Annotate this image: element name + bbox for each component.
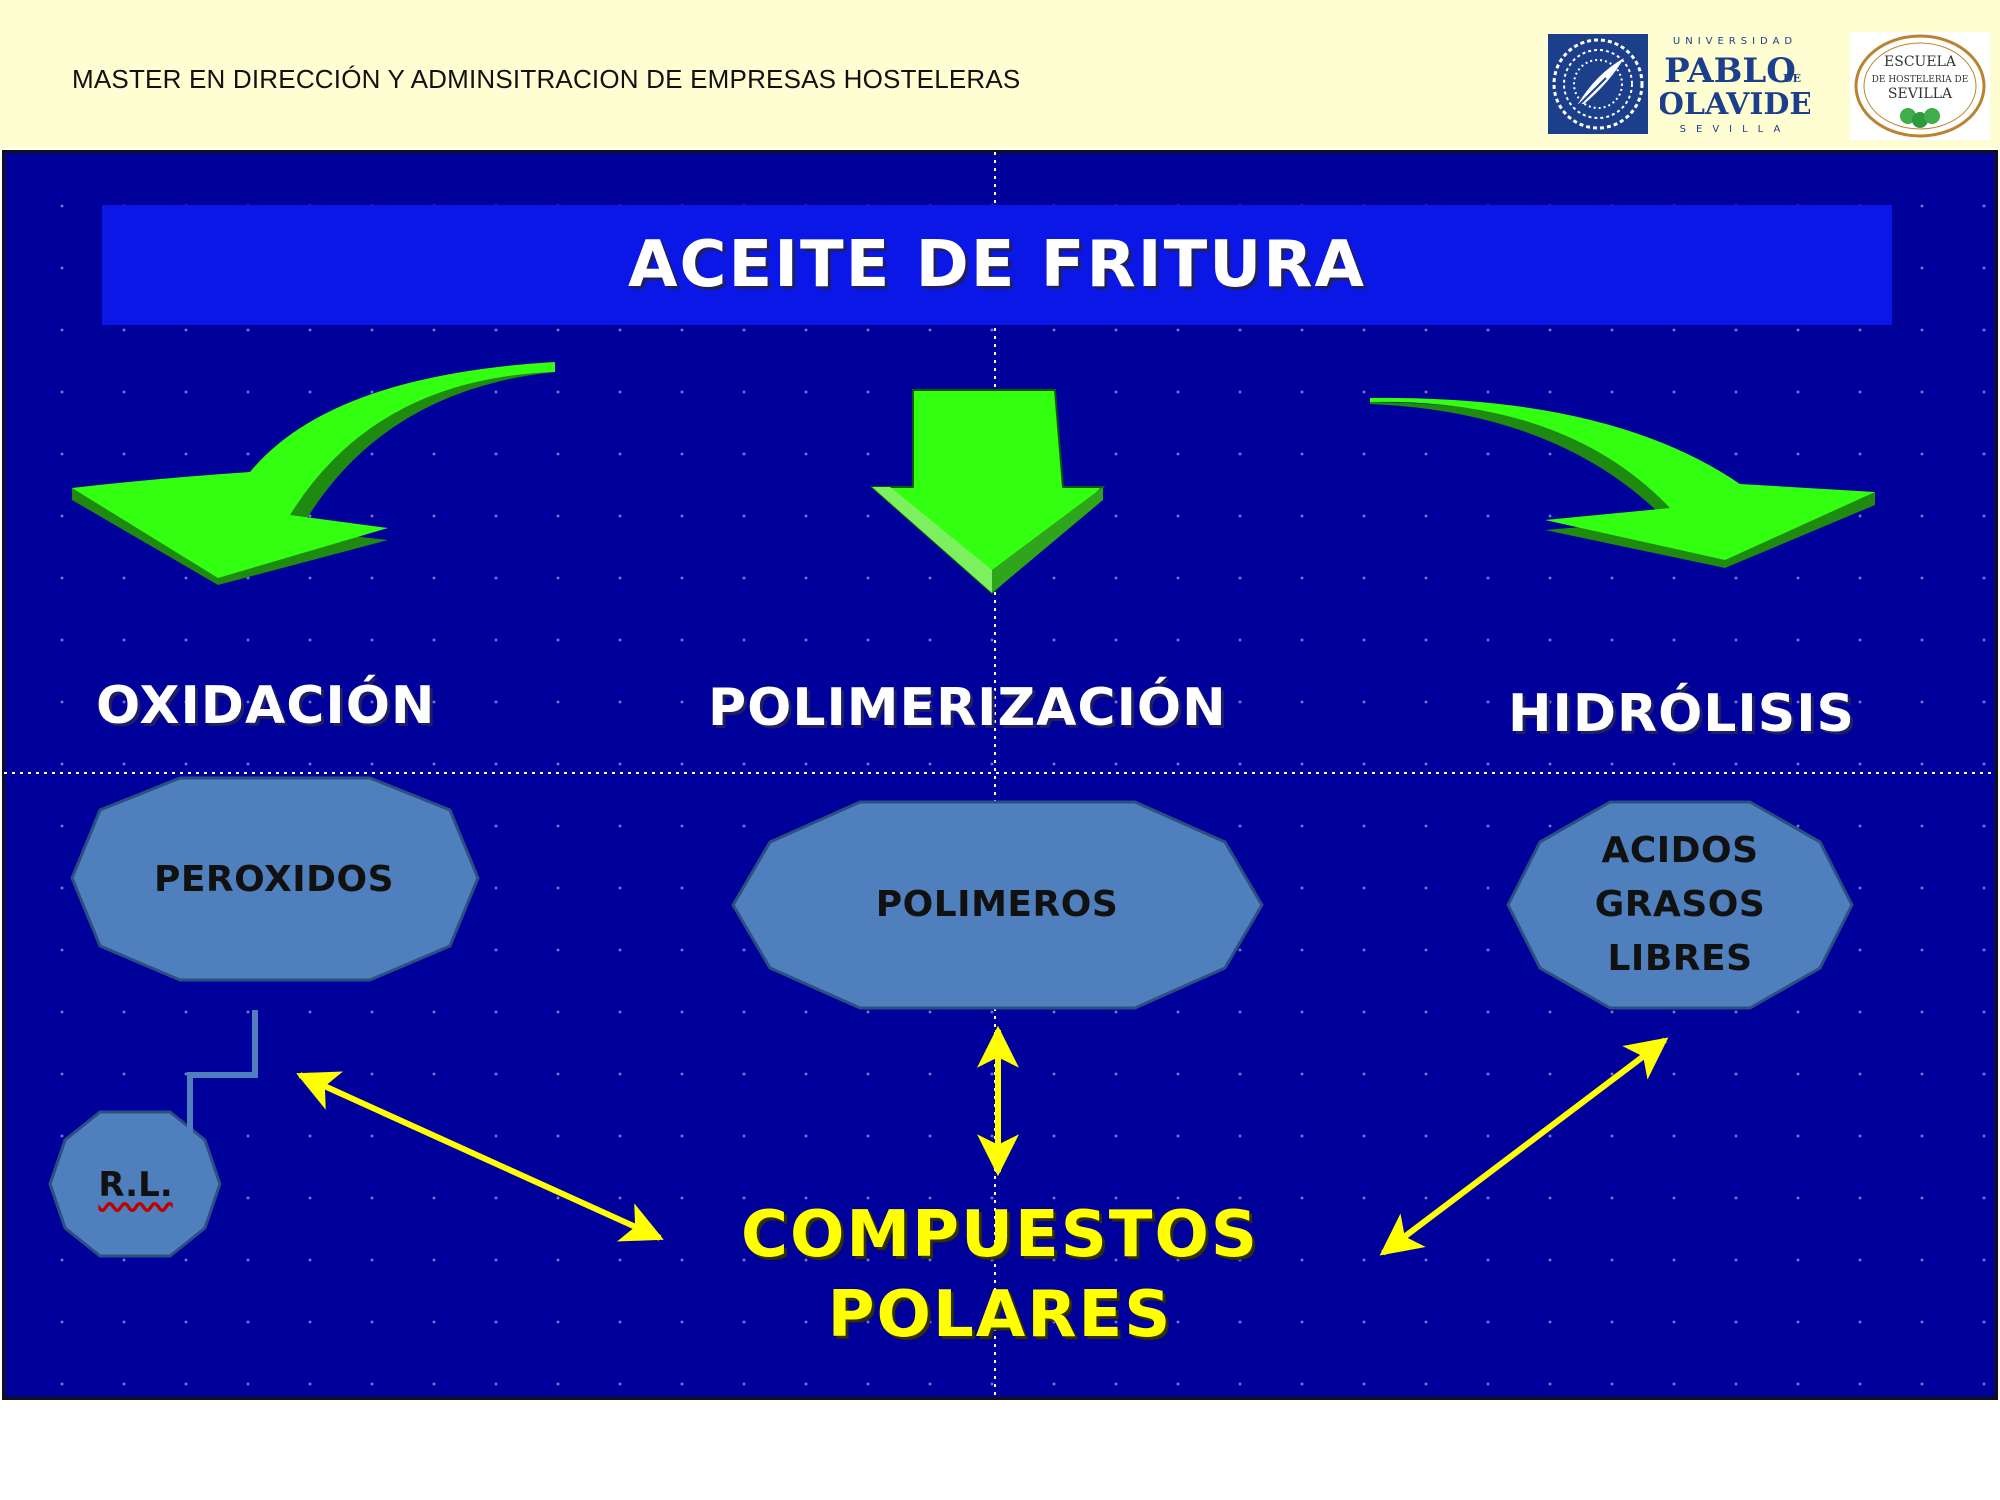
acidos-label-line3: LIBRES: [1607, 938, 1753, 979]
diagram-title: ACEITE DE FRITURA: [627, 228, 1367, 302]
acidos-compuestos-arrow: [1379, 1037, 1669, 1256]
feather-emblem-icon: [1548, 34, 1648, 134]
acidos-grasos-octagon: [1506, 800, 1854, 1010]
process-hidrolisis: HIDRÓLISIS: [1508, 684, 1856, 744]
polimeros-label: POLIMEROS: [875, 884, 1119, 925]
polimeros-octagon: [731, 800, 1264, 1010]
peroxidos-label: PEROXIDOS: [153, 859, 395, 900]
product-rl: R.L.: [48, 1130, 223, 1240]
process-polimerizacion: POLIMERIZACIÓN: [708, 678, 1227, 738]
compuestos-line1: COMPUESTOS: [741, 1198, 1259, 1272]
svg-text:SEVILLA: SEVILLA: [1888, 86, 1953, 102]
escuela-seal-icon: ESCUELA DE HOSTELERIA DE SEVILLA: [1850, 32, 1990, 140]
svg-text:OLAVIDE: OLAVIDE: [1660, 87, 1810, 122]
peroxidos-octagon: [70, 776, 480, 982]
svg-text:DE HOSTELERIA DE: DE HOSTELERIA DE: [1872, 75, 1969, 85]
product-acidos-grasos-libres: ACIDOS GRASOS LIBRES: [1510, 805, 1850, 1005]
svg-text:ESCUELA: ESCUELA: [1884, 54, 1957, 70]
acidos-label-line2: GRASOS: [1594, 884, 1766, 925]
svg-text:SEVILLA: SEVILLA: [1680, 124, 1791, 135]
peroxidos-compuestos-arrow: [296, 1071, 664, 1242]
universidad-pablo-de-olavide-logo: UNIVERSIDAD PABLO DE OLAVIDE SEVILLA: [1660, 36, 1810, 135]
product-polimeros: POLIMEROS: [732, 805, 1262, 1005]
svg-text:DE: DE: [1783, 72, 1801, 85]
peroxidos-rl-connector: [187, 1010, 258, 1140]
compuestos-polares: COMPUESTOS POLARES: [650, 1195, 1350, 1355]
svg-text:PABLO: PABLO: [1664, 51, 1796, 91]
arrow-down-icon: [869, 389, 1106, 595]
master-title: MASTER EN DIRECCIÓN Y ADMINSITRACION DE …: [72, 64, 1021, 94]
svg-text:UNIVERSIDAD: UNIVERSIDAD: [1673, 36, 1797, 47]
curved-arrow-down-left-icon: [72, 362, 555, 585]
rl-octagon: [48, 1110, 222, 1258]
curved-arrow-down-right-icon: [1370, 397, 1875, 568]
compuestos-line2: POLARES: [827, 1278, 1173, 1352]
product-peroxidos: PEROXIDOS: [72, 780, 476, 980]
process-oxidacion: OXIDACIÓN: [96, 676, 436, 736]
diagram-title-bar: ACEITE DE FRITURA: [102, 205, 1892, 325]
header-banner: MASTER EN DIRECCIÓN Y ADMINSITRACION DE …: [0, 0, 2000, 148]
acidos-label-line1: ACIDOS: [1601, 830, 1759, 871]
rl-label: R.L.: [98, 1165, 173, 1205]
